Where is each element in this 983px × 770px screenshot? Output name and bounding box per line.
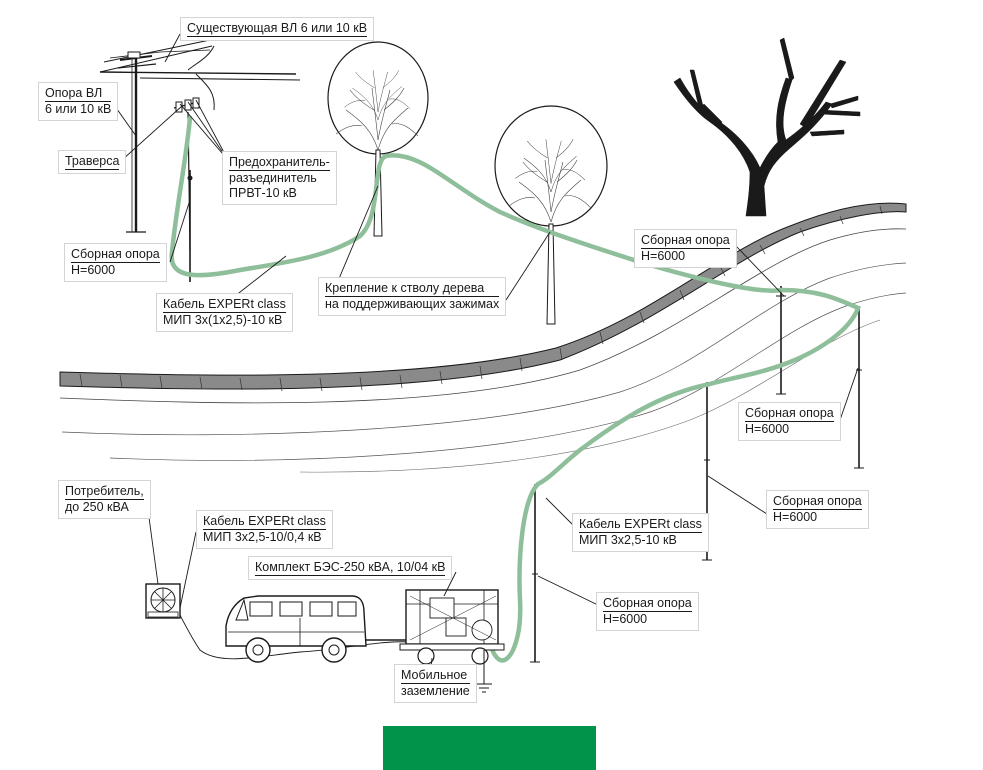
label-pole-4-line-2: Н=6000 (773, 510, 818, 524)
label-fuse: Предохранитель- разъединитель ПРВТ-10 кВ (222, 151, 337, 205)
road-lane-line-2 (109, 292, 907, 461)
label-cable-low: Кабель EXPERt class МИП 3х2,5-10/0,4 кВ (196, 510, 333, 549)
road-edge-line (59, 228, 907, 404)
label-grounding: Мобильное заземление (394, 664, 477, 703)
ground-symbol (476, 650, 492, 693)
fuse-disconnector (173, 97, 200, 251)
road-band (59, 202, 907, 390)
label-traverse: Траверса (58, 150, 127, 174)
label-cable-mid-line-2: МИП 3х2,5-10 кВ (579, 533, 677, 547)
label-fuse-line-3: ПРВТ-10 кВ (229, 186, 297, 200)
pole-1 (187, 170, 193, 282)
label-pole-2-line-2: Н=6000 (641, 249, 686, 263)
label-fuse-line-2: разъединитель (229, 171, 317, 185)
label-cable-mid-line-1: Кабель EXPERt class (579, 517, 702, 533)
label-vl-pole-line-2: 6 или 10 кВ (45, 102, 112, 116)
label-cable-top: Кабель EXPERt class МИП 3х(1х2,5)-10 кВ (156, 293, 293, 332)
label-grounding-line-2: заземление (401, 684, 470, 698)
road-lane-line (61, 262, 907, 436)
tree-round-2 (494, 105, 608, 325)
label-tree-mount-line-2: на поддерживающих зажимах (325, 297, 500, 311)
label-kit: Комплект БЭС-250 кВА, 10/04 кВ (248, 556, 453, 580)
tree-round-1 (327, 41, 429, 237)
vl-pole (117, 51, 157, 233)
pole-2 (776, 286, 786, 395)
label-pole-5-line-1: Сборная опора (603, 596, 692, 612)
label-consumer-line-1: Потребитель, (65, 484, 144, 500)
label-pole-1-line-2: Н=6000 (71, 263, 116, 277)
leader-lines (111, 33, 859, 677)
mobile-substation (399, 589, 505, 665)
van (225, 595, 406, 663)
label-pole-3-line-2: Н=6000 (745, 422, 790, 436)
label-cable-mid: Кабель EXPERt class МИП 3х2,5-10 кВ (572, 513, 709, 552)
pole-5 (530, 484, 540, 663)
pole-3 (854, 306, 864, 469)
cable-route (169, 115, 861, 663)
existing-overhead-line (99, 39, 301, 111)
label-cable-low-line-2: МИП 3х2,5-10/0,4 кВ (203, 530, 322, 544)
label-consumer: Потребитель, до 250 кВА (58, 480, 151, 519)
label-grounding-line-1: Мобильное (401, 668, 470, 684)
label-pole-1-line-1: Сборная опора (71, 247, 160, 263)
label-consumer-line-2: до 250 кВА (65, 500, 129, 514)
label-pole-2-line-1: Сборная опора (641, 233, 730, 249)
label-pole-5-line-2: Н=6000 (603, 612, 648, 626)
label-traverse-text: Траверса (65, 154, 120, 170)
label-pole-2: Сборная опора Н=6000 (634, 229, 737, 268)
label-pole-3: Сборная опора Н=6000 (738, 402, 841, 441)
label-existing-line-text: Существующая ВЛ 6 или 10 кВ (187, 21, 368, 37)
label-vl-pole-line-1: Опора ВЛ (45, 86, 112, 102)
consumer-unit (145, 583, 181, 619)
label-pole-5: Сборная опора Н=6000 (596, 592, 699, 631)
label-pole-3-line-1: Сборная опора (745, 406, 834, 422)
label-cable-top-line-1: Кабель EXPERt class (163, 297, 286, 313)
tree-bare (673, 37, 861, 217)
label-fuse-line-1: Предохранитель- (229, 155, 330, 171)
label-tree-mount-line-1: Крепление к стволу дерева (325, 281, 500, 297)
label-cable-low-line-1: Кабель EXPERt class (203, 514, 326, 530)
label-cable-top-line-2: МИП 3х(1х2,5)-10 кВ (163, 313, 283, 327)
label-tree-mount: Крепление к стволу дерева на поддерживаю… (318, 277, 507, 316)
label-pole-4-line-1: Сборная опора (773, 494, 862, 510)
label-existing-line: Существующая ВЛ 6 или 10 кВ (180, 17, 375, 41)
label-pole-1: Сборная опора Н=6000 (64, 243, 167, 282)
label-vl-pole: Опора ВЛ 6 или 10 кВ (38, 82, 119, 121)
label-kit-text: Комплект БЭС-250 кВА, 10/04 кВ (255, 560, 446, 576)
brand-block (383, 726, 596, 770)
label-pole-4: Сборная опора Н=6000 (766, 490, 869, 529)
